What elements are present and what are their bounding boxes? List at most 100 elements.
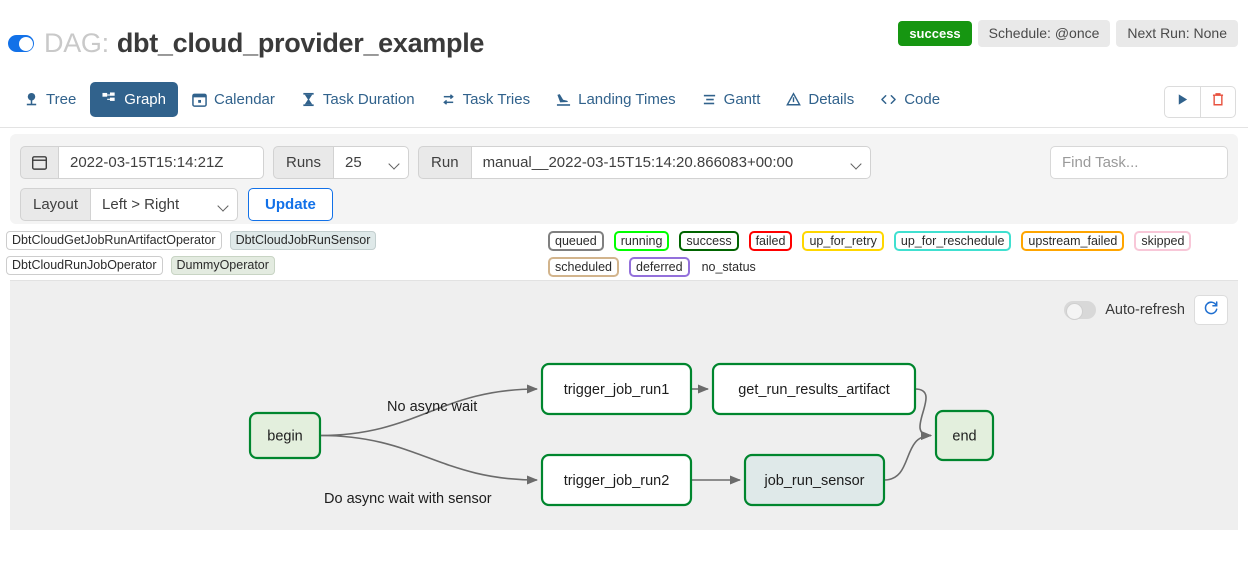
page-header: DAG: dbt_cloud_provider_example success …: [0, 0, 1248, 72]
graph-node-label: job_run_sensor: [764, 473, 865, 489]
tab-gantt-label: Gantt: [723, 91, 761, 108]
tab-details[interactable]: Details: [774, 82, 866, 117]
graph-node-get_run_results_artifact[interactable]: get_run_results_artifact: [711, 362, 917, 416]
tab-tree[interactable]: Tree: [12, 82, 88, 117]
schedule-badge[interactable]: Schedule: @once: [977, 20, 1111, 47]
tab-calendar[interactable]: Calendar: [180, 82, 287, 117]
operator-chip[interactable]: DbtCloudGetJobRunArtifactOperator: [6, 231, 222, 250]
find-task-input[interactable]: Find Task...: [1050, 146, 1228, 179]
trigger-dag-button[interactable]: [1164, 86, 1200, 118]
retry-icon: [441, 92, 456, 107]
gantt-icon: [702, 92, 717, 107]
tab-landing-times[interactable]: Landing Times: [544, 82, 688, 117]
graph-edges: [319, 384, 933, 485]
base-date-calendar-icon[interactable]: [20, 146, 58, 179]
update-button[interactable]: Update: [248, 188, 333, 221]
graph-edge-label: No async wait: [387, 399, 477, 415]
graph-node-begin[interactable]: begin: [248, 411, 322, 460]
graph-node-end[interactable]: end: [934, 409, 995, 462]
trash-icon: [1211, 92, 1225, 112]
tab-task-duration-label: Task Duration: [322, 91, 415, 108]
next-run-badge: Next Run: None: [1116, 20, 1238, 47]
run-select[interactable]: manual__2022-03-15T15:14:20.866083+00:00: [470, 146, 871, 179]
operator-chip[interactable]: DbtCloudJobRunSensor: [229, 231, 377, 250]
tab-tree-label: Tree: [46, 91, 77, 108]
graph-edge-labels: No async wait Do async wait with sensor: [324, 399, 492, 507]
graph-node-label: begin: [267, 428, 302, 444]
graph-edge: [319, 434, 539, 485]
tab-graph[interactable]: Graph: [90, 82, 178, 117]
dag-pause-toggle[interactable]: [8, 35, 34, 52]
tab-calendar-label: Calendar: [214, 91, 275, 108]
hourglass-icon: [301, 92, 316, 107]
status-chip-queued[interactable]: queued: [548, 231, 604, 251]
graph-node-label: get_run_results_artifact: [738, 382, 890, 398]
layout-group: Layout Left > Right: [20, 188, 239, 221]
dag-nav-bar: Tree Graph Calendar Task Duration Task T: [0, 72, 1248, 128]
landing-icon: [556, 92, 571, 107]
graph-edge: [319, 384, 539, 437]
status-chip-success[interactable]: success: [679, 231, 739, 251]
graph-node-trigger_job_run2[interactable]: trigger_job_run2: [540, 453, 693, 507]
delete-dag-button[interactable]: [1200, 86, 1236, 118]
layout-select[interactable]: Left > Right: [90, 188, 239, 221]
filter-row-1: 2022-03-15T15:14:21Z Runs 25 Run manual_…: [20, 146, 1228, 179]
dag-nav-tabs: Tree Graph Calendar Task Duration Task T: [12, 72, 1236, 127]
refresh-icon: [1203, 300, 1219, 321]
graph-node-trigger_job_run1[interactable]: trigger_job_run1: [540, 362, 693, 416]
dag-label: DAG:: [44, 28, 109, 58]
status-chip-failed[interactable]: failed: [748, 231, 793, 251]
graph-node-job_run_sensor[interactable]: job_run_sensor: [743, 453, 886, 507]
status-chip-no-status: no_status: [701, 260, 756, 274]
graph-icon: [102, 92, 117, 107]
auto-refresh-label: Auto-refresh: [1105, 302, 1185, 318]
tab-gantt[interactable]: Gantt: [690, 82, 773, 117]
graph-legend: DbtCloudGetJobRunArtifactOperator DbtClo…: [0, 224, 1248, 280]
status-chip-up-for-retry[interactable]: up_for_retry: [802, 231, 884, 251]
dag-action-buttons: [1164, 86, 1236, 118]
auto-refresh-toggle[interactable]: [1064, 301, 1097, 320]
graph-edge: [914, 388, 933, 440]
base-date-input[interactable]: 2022-03-15T15:14:21Z: [58, 146, 264, 179]
operator-chip[interactable]: DbtCloudRunJobOperator: [6, 256, 163, 275]
graph-edge: [883, 431, 933, 481]
tab-task-duration[interactable]: Task Duration: [289, 82, 427, 117]
header-badges: success Schedule: @once Next Run: None: [898, 20, 1238, 47]
dag-filter-bar: 2022-03-15T15:14:21Z Runs 25 Run manual_…: [10, 134, 1238, 224]
tab-task-tries[interactable]: Task Tries: [429, 82, 543, 117]
dag-title: DAG: dbt_cloud_provider_example: [8, 28, 484, 59]
status-chip-running[interactable]: running: [613, 231, 670, 251]
tab-code-label: Code: [904, 91, 941, 108]
base-date-group: 2022-03-15T15:14:21Z: [20, 146, 264, 179]
status-badge: success: [898, 20, 972, 47]
run-group: Run manual__2022-03-15T15:14:20.866083+0…: [418, 146, 871, 179]
operator-legend: DbtCloudGetJobRunArtifactOperator DbtClo…: [6, 231, 536, 275]
runs-group: Runs 25: [273, 146, 410, 179]
tab-details-label: Details: [808, 91, 855, 108]
run-label: Run: [418, 146, 471, 179]
tab-landing-times-label: Landing Times: [578, 91, 676, 108]
graph-node-label: trigger_job_run2: [564, 473, 670, 489]
tab-code[interactable]: Code: [868, 82, 952, 117]
runs-label: Runs: [273, 146, 334, 179]
dag-graph-canvas[interactable]: Auto-refresh begin trigger_job_run1 get_ru…: [10, 280, 1238, 530]
operator-chip[interactable]: DummyOperator: [170, 256, 275, 275]
dag-graph-svg[interactable]: begin trigger_job_run1 get_run_results_art…: [10, 281, 1238, 530]
graph-edge-label: Do async wait with sensor: [324, 491, 492, 507]
filter-row-2: Layout Left > Right Update: [20, 188, 1228, 221]
layout-label: Layout: [20, 188, 91, 221]
status-chip-scheduled[interactable]: scheduled: [548, 257, 619, 277]
status-legend: queued running success failed up_for_ret…: [548, 231, 1244, 277]
refresh-button[interactable]: [1194, 295, 1228, 325]
play-icon: [1176, 93, 1189, 111]
tab-task-tries-label: Task Tries: [462, 91, 531, 108]
status-chip-skipped[interactable]: skipped: [1134, 231, 1192, 251]
status-chip-upstream-failed[interactable]: upstream_failed: [1021, 231, 1125, 251]
tree-icon: [24, 92, 39, 107]
auto-refresh-controls: Auto-refresh: [1064, 295, 1228, 325]
status-chip-up-for-reschedule[interactable]: up_for_reschedule: [893, 231, 1012, 251]
graph-node-label: trigger_job_run1: [564, 382, 670, 398]
runs-select[interactable]: 25: [333, 146, 410, 179]
status-chip-deferred[interactable]: deferred: [629, 257, 690, 277]
graph-node-label: end: [952, 428, 976, 444]
